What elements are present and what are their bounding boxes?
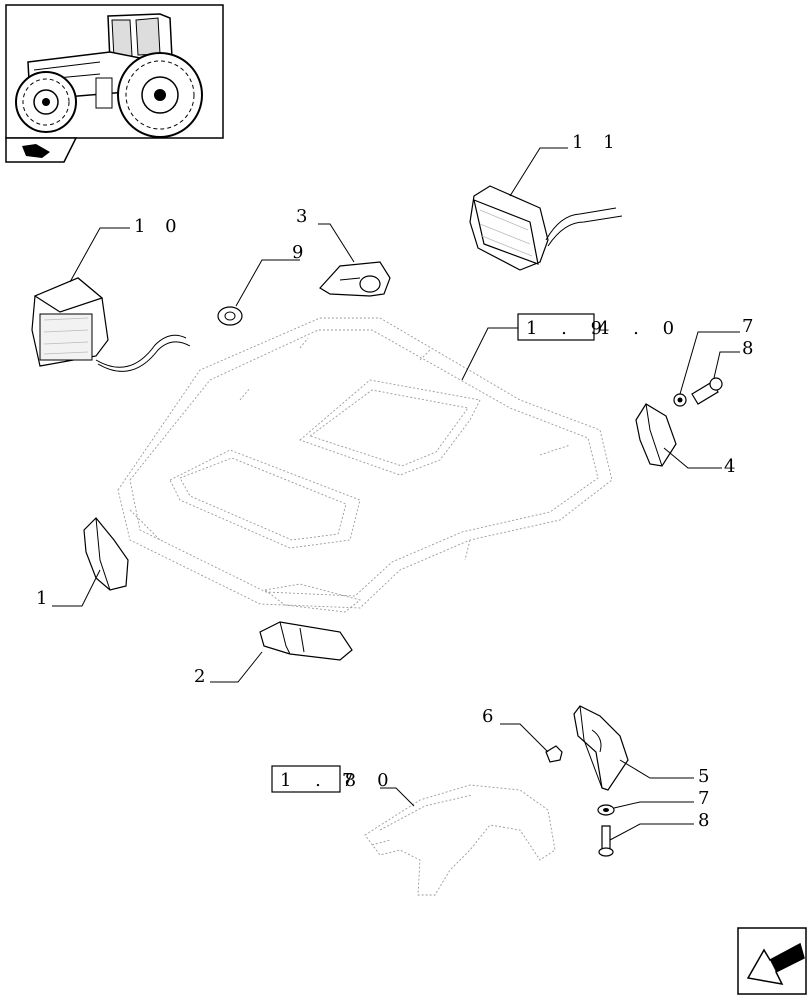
fender-outline — [364, 784, 556, 896]
ref-roof-boxed: 1 . 9 — [526, 318, 611, 339]
callout-8-upper: 8 — [742, 338, 760, 359]
callout-labels: 1 2 3 4 5 6 7 8 7 8 9 1 0 1 1 — [36, 132, 760, 831]
tractor-thumbnail-icon — [5, 4, 224, 139]
section-marker-icon — [5, 137, 78, 163]
callout-8-lower: 8 — [698, 810, 716, 831]
part-7-washer-upper[interactable] — [673, 393, 687, 407]
callout-9: 9 — [292, 242, 310, 263]
callout-11: 1 1 — [572, 132, 622, 153]
part-8-bolt-lower[interactable] — [598, 825, 614, 857]
part-7-washer-lower[interactable] — [597, 804, 615, 816]
part-6-clip[interactable] — [545, 745, 563, 763]
ref-roof-rest: 4 . 0 — [598, 318, 683, 339]
part-11-work-light[interactable] — [469, 185, 623, 271]
part-5-lamp-housing[interactable] — [573, 705, 629, 791]
part-1-lamp-housing[interactable] — [83, 517, 129, 591]
callout-1: 1 — [36, 588, 54, 609]
part-3-bracket[interactable] — [319, 261, 391, 297]
part-10-work-light[interactable] — [31, 277, 191, 372]
callout-3: 3 — [296, 206, 314, 227]
callout-6: 6 — [482, 706, 500, 727]
cab-roof-outline — [117, 317, 613, 613]
part-8-bolt-upper[interactable] — [691, 377, 723, 405]
part-2-lens[interactable] — [259, 621, 353, 661]
ref-fender-boxed: 1 . 8 — [280, 770, 365, 791]
part-9-nut[interactable] — [217, 306, 243, 326]
ref-roof-label[interactable]: 1 . 9 4 . 0 — [517, 313, 683, 341]
ref-fender-rest: 7 0 — [342, 770, 398, 791]
part-4-lamp-housing[interactable] — [635, 403, 677, 467]
callout-4: 4 — [724, 456, 742, 477]
callout-7-lower: 7 — [698, 788, 716, 809]
leader-lines — [52, 147, 740, 841]
callout-2: 2 — [194, 666, 212, 687]
ref-fender-label[interactable]: 1 . 8 7 0 — [271, 765, 398, 793]
callout-5: 5 — [698, 766, 716, 787]
next-page-arrow-icon[interactable] — [737, 927, 807, 995]
callout-10: 1 0 — [134, 216, 184, 237]
callout-7-upper: 7 — [742, 316, 760, 337]
